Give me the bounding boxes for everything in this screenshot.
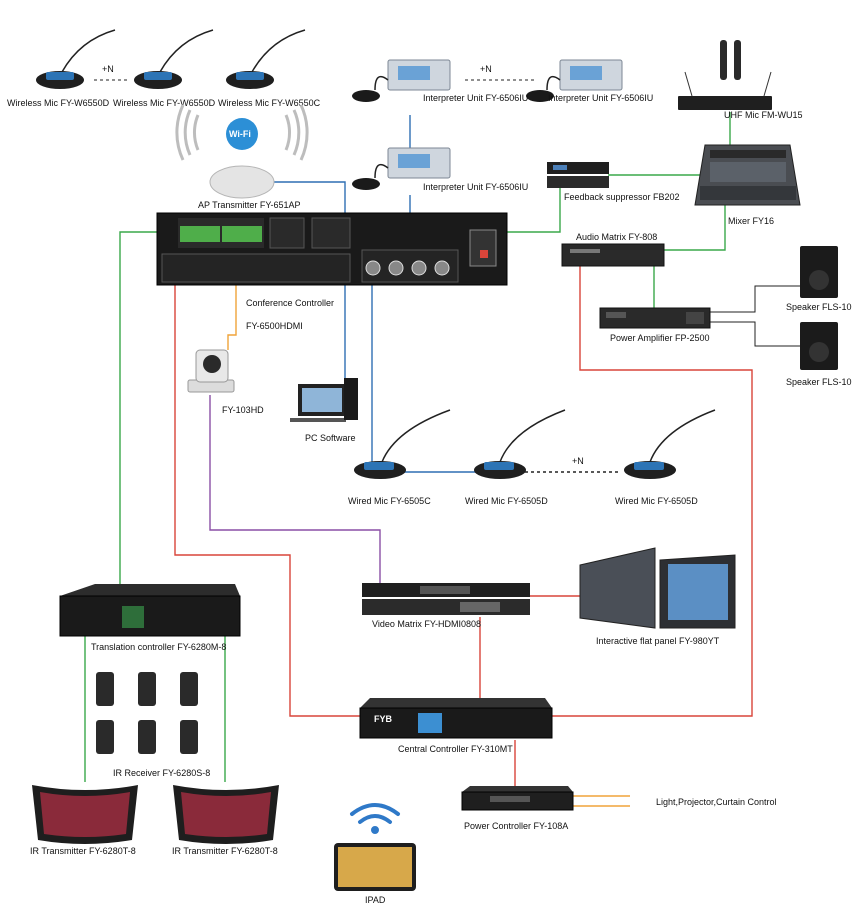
video-matrix-device bbox=[362, 583, 530, 615]
purple-link-video bbox=[209, 395, 381, 585]
ir-receivers bbox=[96, 672, 198, 754]
flat-panel-device bbox=[579, 547, 736, 629]
ipad-wifi-icon bbox=[350, 803, 400, 834]
wireless-mic-1-label: Wireless Mic FY-W6550D bbox=[7, 98, 110, 108]
wireless-plus-n: +N bbox=[102, 64, 114, 74]
central-controller-label: Central Controller FY-310MT bbox=[398, 744, 513, 754]
wireless-mic-3-label: Wireless Mic FY-W6550C bbox=[218, 98, 321, 108]
wired-mic-2 bbox=[474, 409, 566, 479]
mixer-label: Mixer FY16 bbox=[728, 216, 774, 226]
wireless-mic-1 bbox=[36, 29, 116, 89]
uhf-mic-receiver bbox=[678, 40, 772, 110]
pc-device bbox=[290, 378, 358, 422]
flat-panel-label: Interactive flat panel FY-980YT bbox=[596, 636, 720, 646]
speaker-2 bbox=[800, 322, 838, 370]
interpreter-unit-3-label: Interpreter Unit FY-6506IU bbox=[423, 182, 528, 192]
video-matrix-label: Video Matrix FY-HDMI0808 bbox=[372, 619, 481, 629]
wired-mic-3 bbox=[624, 409, 716, 479]
ir-transmitter-1 bbox=[32, 785, 138, 844]
camera-device bbox=[187, 349, 235, 393]
translation-controller-label: Translation controller FY-6280M-8 bbox=[91, 642, 226, 652]
uhf-mic-label: UHF Mic FM-WU15 bbox=[724, 110, 803, 120]
wired-mic-3-label: Wired Mic FY-6505D bbox=[615, 496, 698, 506]
green-link-feedback bbox=[506, 188, 561, 233]
interpreter-unit-3 bbox=[352, 147, 451, 190]
audio-matrix-label: Audio Matrix FY-808 bbox=[576, 232, 657, 242]
audio-matrix-device bbox=[561, 243, 665, 267]
ipad-device bbox=[334, 843, 416, 891]
wired-plus-n: +N bbox=[572, 456, 584, 466]
wireless-mic-2-label: Wireless Mic FY-W6550D bbox=[113, 98, 216, 108]
ir-transmitter-2 bbox=[173, 785, 279, 844]
feedback-suppressor-device bbox=[547, 162, 609, 188]
wired-mic-1 bbox=[354, 409, 451, 479]
power-controller-label: Power Controller FY-108A bbox=[464, 821, 568, 831]
green-link-audio-matrix bbox=[660, 195, 726, 251]
interpreter-unit-2-label: Interpreter Unit FY-6506IU bbox=[548, 93, 653, 103]
wifi-logo-badge bbox=[226, 118, 258, 150]
translation-controller-device bbox=[59, 584, 241, 637]
green-link-translation bbox=[119, 231, 157, 588]
interpreter-unit-2 bbox=[526, 59, 623, 102]
black-link-speaker2 bbox=[710, 321, 800, 347]
wifi-logo-text: Wi-Fi bbox=[229, 129, 251, 139]
ir-transmitter-1-label: IR Transmitter FY-6280T-8 bbox=[30, 846, 136, 856]
conference-controller-model: FY-6500HDMI bbox=[246, 321, 303, 331]
central-controller-device bbox=[359, 698, 553, 739]
red-link-audio-central bbox=[552, 266, 753, 717]
feedback-suppressor-label: Feedback suppressor FB202 bbox=[564, 192, 680, 202]
pc-label: PC Software bbox=[305, 433, 356, 443]
red-link-ctrl-central bbox=[174, 282, 360, 717]
black-link-speaker1 bbox=[710, 285, 800, 313]
wireless-mic-3 bbox=[226, 29, 306, 89]
power-amplifier-label: Power Amplifier FP-2500 bbox=[610, 333, 710, 343]
interpreter-unit-1 bbox=[352, 59, 451, 102]
mixer-device bbox=[694, 144, 801, 206]
camera-label: FY-103HD bbox=[222, 405, 264, 415]
connection-lines bbox=[84, 112, 800, 807]
wired-mic-2-label: Wired Mic FY-6505D bbox=[465, 496, 548, 506]
speaker-2-label: Speaker FLS-10 bbox=[786, 377, 852, 387]
ir-transmitter-2-label: IR Transmitter FY-6280T-8 bbox=[172, 846, 278, 856]
speaker-1 bbox=[800, 246, 838, 298]
wireless-mic-2 bbox=[134, 29, 214, 89]
speaker-1-label: Speaker FLS-10 bbox=[786, 302, 852, 312]
ap-transmitter-label: AP Transmitter FY-651AP bbox=[198, 200, 301, 210]
conference-controller-label: Conference Controller bbox=[246, 298, 334, 308]
light-control-label: Light,Projector,Curtain Control bbox=[656, 797, 777, 807]
interpreter-unit-1-label: Interpreter Unit FY-6506IU bbox=[423, 93, 528, 103]
interp-plus-n: +N bbox=[480, 64, 492, 74]
ipad-label: IPAD bbox=[365, 895, 386, 905]
wifi-icon bbox=[175, 104, 309, 161]
orange-link-camera bbox=[227, 282, 237, 350]
power-controller-device bbox=[461, 786, 574, 811]
central-controller-brand: FYB bbox=[374, 714, 393, 724]
wired-mic-1-label: Wired Mic FY-6505C bbox=[348, 496, 431, 506]
ir-receiver-label: IR Receiver FY-6280S-8 bbox=[113, 768, 210, 778]
power-amplifier-device bbox=[599, 307, 711, 329]
conference-controller-device bbox=[156, 212, 508, 286]
ap-transmitter-device bbox=[209, 165, 275, 199]
